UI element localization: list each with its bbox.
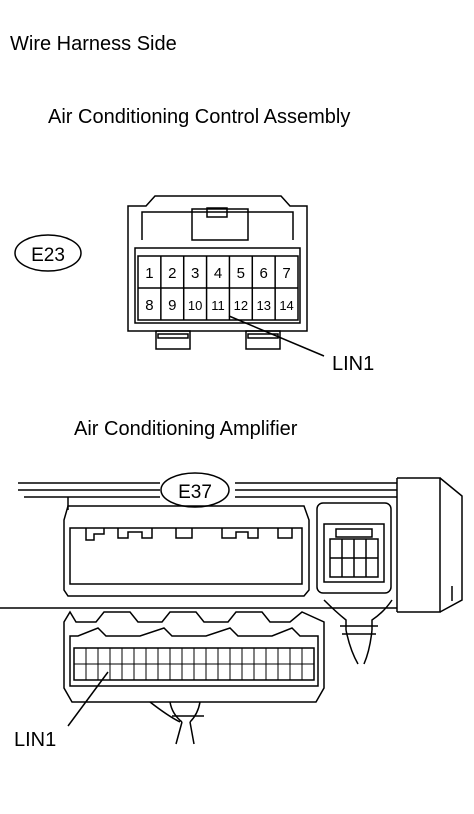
e23-grid-columns (160, 256, 276, 320)
e23-lock-left (155, 330, 191, 350)
e37-lin1-leader (67, 671, 109, 727)
e23-latch (191, 208, 249, 241)
e23-pin-8: 8 (145, 297, 153, 314)
e37-socket-key-5 (277, 528, 293, 539)
e23-pin-12: 12 (234, 298, 248, 313)
e23-lock-left-inner (157, 333, 189, 339)
e37-socket-key-2 (117, 528, 153, 539)
e37-socket-key-1 (85, 528, 105, 541)
e23-pin-10: 10 (188, 298, 202, 313)
e37-lin1-label: LIN1 (14, 729, 56, 751)
e37-small-wire-clamp (340, 625, 378, 635)
e37-title: Air Conditioning Amplifier (74, 418, 298, 440)
e23-lin1-leader (228, 315, 325, 357)
e37-socket-key-4 (221, 528, 259, 539)
e37-small-connector (316, 502, 392, 594)
e37-small-pin-cells (330, 539, 378, 577)
e23-code: E23 (31, 245, 65, 266)
e37-plug-face (69, 627, 319, 687)
e23-pin-4: 4 (214, 265, 222, 282)
e37-small-wires-lower (345, 629, 373, 665)
e23-code-ellipse (14, 234, 82, 272)
e37-socket-key-3 (175, 528, 193, 539)
e37-plug-wires (149, 701, 201, 723)
e37-code: E37 (178, 482, 212, 503)
e23-pin-6: 6 (260, 265, 268, 282)
e23-latch-tab (206, 207, 228, 218)
e37-small-connector-frame (323, 523, 385, 583)
amp-bracket (396, 477, 441, 613)
e37-small-connector-latch (335, 528, 373, 538)
e23-pin-7: 7 (282, 265, 290, 282)
e23-pin-9: 9 (168, 297, 176, 314)
e37-small-wires (323, 599, 393, 630)
e37-plug (63, 610, 325, 703)
e37-socket (63, 505, 310, 597)
view-label: Wire Harness Side (10, 33, 177, 55)
e23-pin-14: 14 (279, 298, 293, 313)
e37-plug-wires-lower (175, 721, 195, 745)
e23-lin1-label: LIN1 (332, 353, 374, 375)
e23-pin-5: 5 (237, 265, 245, 282)
e23-pin-13: 13 (256, 298, 270, 313)
e23-pin-cavity (134, 247, 301, 324)
e23-title: Air Conditioning Control Assembly (48, 106, 351, 128)
e23-pin-1: 1 (145, 265, 153, 282)
amp-bracket-side (439, 477, 463, 613)
e23-pin-3: 3 (191, 265, 199, 282)
e23-pin-11: 11 (211, 298, 225, 313)
e37-amplifier: E37 LIN1 (0, 472, 463, 751)
e37-plug-pin-cells (74, 648, 314, 680)
e23-pin-2: 2 (168, 265, 176, 282)
e23-housing-inner (141, 211, 294, 240)
e37-socket-inner (69, 527, 303, 585)
e37-code-ellipse (160, 472, 230, 508)
